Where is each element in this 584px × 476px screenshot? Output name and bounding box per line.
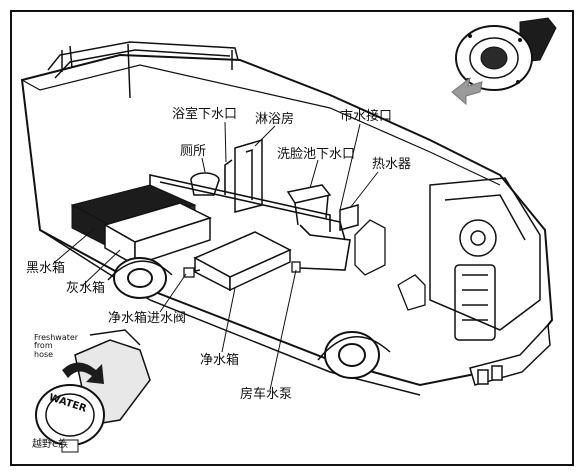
label-shower-room: 淋浴房 xyxy=(255,112,295,127)
cab-front xyxy=(429,177,541,341)
label-freshwater-from-hose: Freshwater from hose xyxy=(34,333,79,359)
inlet-valve-shape xyxy=(183,267,195,278)
image-border xyxy=(10,10,574,466)
label-bath-drain: 浴室下水口 xyxy=(172,107,238,122)
water-heater-shape xyxy=(339,204,359,231)
front-wheel xyxy=(324,331,380,379)
label-toilet: 厕所 xyxy=(180,144,207,159)
label-black-water-tank: 黑水箱 xyxy=(26,261,66,276)
inflow-arrow xyxy=(451,76,483,106)
freshwater-cap-inset xyxy=(35,329,151,453)
label-city-water-inlet: 市水接口 xyxy=(340,109,393,124)
front-bumper xyxy=(469,323,551,386)
city-water-connector-inset xyxy=(451,17,557,106)
leader-lines xyxy=(54,121,379,391)
label-fresh-tank-inlet-valve: 净水箱进水阀 xyxy=(108,311,187,326)
label-grey-water-tank: 灰水箱 xyxy=(66,281,106,296)
rv-side-bottom xyxy=(39,229,421,396)
fresh-water-tank-shape xyxy=(193,231,292,292)
seats xyxy=(354,219,426,311)
rear-wheel-arch xyxy=(107,260,173,281)
plumbing-pipes xyxy=(149,159,351,273)
cap-arrow xyxy=(62,362,104,384)
watermark: 越野e族 xyxy=(32,439,69,450)
label-rv-water-pump: 房车水泵 xyxy=(240,387,293,402)
rv-roof-line xyxy=(21,64,501,186)
label-fresh-water-tank: 净水箱 xyxy=(200,353,240,368)
label-water-heater: 热水器 xyxy=(372,157,412,172)
rear-wheel xyxy=(113,257,167,299)
front-wheel-arch xyxy=(317,336,391,361)
roof-rack xyxy=(47,41,239,99)
rv-body-outline xyxy=(20,53,554,387)
label-sink-drain: 洗脸池下水口 xyxy=(277,147,356,162)
